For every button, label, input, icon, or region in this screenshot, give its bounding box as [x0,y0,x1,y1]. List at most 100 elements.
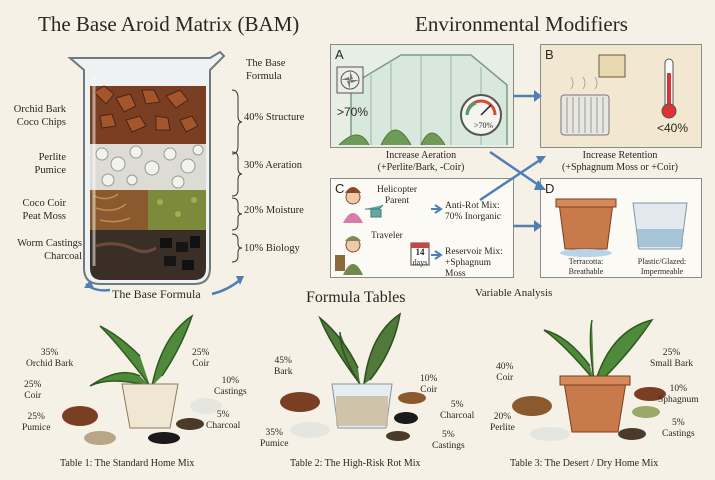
table-3-sphagnum-pile [632,406,660,418]
traveler-arrow [431,250,443,260]
helicopter-arrow [431,204,443,214]
helicopter-mix-line-2: 70% Inorganic [445,212,502,222]
panel-b-caption-line-1: Increase Retention [582,150,658,161]
panel-c: C Helicopter Parent Anti-Rot Mix: 70% In… [330,178,514,280]
panel-b: B <40% [540,44,702,148]
t1-item-2: 25%Coir [24,380,41,402]
t1-item-1-pct: 35% [40,348,59,358]
beaker-illustration [67,50,226,285]
table-2-plant [318,312,402,385]
panel-a: A >70% >70% [330,44,514,148]
coir-moss-layer [90,190,206,230]
t3-item-1-pct: 40% [496,362,514,372]
formula-tables-title: Formula Tables [306,289,406,306]
t1-item-2-name: Coir [24,391,42,401]
table-2-caption: Table 2: The High-Risk Rot Mix [290,458,421,469]
traveler-mix-line-2: +Sphagnum Moss [445,258,491,279]
t2-item-3: 10%Coir [420,374,437,396]
t2-item-5: 5%Castings [432,430,465,452]
panel-a-caption: Increase Aeration (+Perlite/Bark, -Coir) [330,150,512,174]
panel-c-letter: C [335,181,345,196]
calendar-number: 14 [415,247,425,257]
greenhouse-illustration [336,54,508,146]
calendar-text: 14 days [411,247,429,267]
t3-item-4-name: Sphagnum [658,395,699,405]
panel-b-caption: Increase Retention (+Sphagnum Moss or +C… [530,150,710,174]
table-2-illustration [280,312,426,441]
panel-a-caption-line-1: Increase Aeration [385,150,457,161]
traveler-label: Traveler [371,231,403,241]
t1-item-5: 10%Castings [214,376,247,398]
layer-2-material-2: Pumice [34,164,67,176]
t2-item-2: 35%Pumice [260,428,289,450]
t2-item-2-pct: 35% [265,428,283,438]
t3-item-3-pct: 25% [662,348,681,358]
panel-a-caption-line-2: (+Perlite/Bark, -Coir) [377,162,465,173]
terracotta-label: Terracotta: Breathable [568,257,604,276]
layer-materials-1: Orchid Bark Coco Chips [0,104,66,129]
wall-picture [598,54,626,78]
layer-1-material-2: Coco Chips [16,116,66,128]
layer-brackets [231,89,243,263]
layer-materials-3: Coco Coir Peat Moss [0,198,66,223]
panel-b-letter: B [545,47,554,62]
t3-item-2: 20%Perlite [490,412,515,434]
table-1-perlite-pile [190,398,222,414]
layer-3-material-1: Coco Coir [22,198,66,209]
table-1-caption: Table 1: The Standard Home Mix [60,458,195,469]
t3-item-2-name: Perlite [490,423,515,433]
panel-d-letter: D [545,181,555,196]
t3-item-5-name: Castings [662,429,695,439]
t1-item-3-name: Pumice [22,423,51,433]
t2-item-2-name: Pumice [260,439,289,449]
layer-3-material-2: Peat Moss [22,210,66,222]
variable-analysis-label: Variable Analysis [475,287,553,299]
table-3-caption: Table 3: The Desert / Dry Home Mix [510,458,659,469]
panel-c-illustration [335,187,443,275]
table-1-charcoal-pile [148,432,180,444]
table-3-pot [563,381,627,433]
dry-room-illustration [560,54,677,136]
base-formula-arrow-right [211,279,241,296]
t2-item-4-pct: 5% [450,400,464,410]
layer-materials-4: Worm Castings Charcoal [0,238,82,263]
table-3-castings-pile [618,428,646,440]
bark-layer [90,85,206,144]
layer-percent-1: 40% Structure [244,112,305,123]
t1-item-1-name: Orchid Bark [26,359,74,369]
base-formula-heading-line-1: The Base [246,58,286,69]
table-1-plant [89,314,194,387]
t1-item-4-name: Coir [192,359,210,369]
t3-item-1-name: Coir [496,373,514,383]
arrow-a-to-d [489,150,541,188]
helicopter-mix: Anti-Rot Mix: 70% Inorganic [445,201,501,223]
table-3-perlite-pile [530,427,570,441]
left-title: The Base Aroid Matrix (BAM) [38,12,300,36]
table-3-illustration [512,318,666,441]
table-3-small-bark-pile [634,387,666,401]
table-2-castings-pile [386,431,410,441]
calendar-unit: days [412,257,428,267]
t2-item-4: 5%Charcoal [440,400,474,422]
table-1-pot [121,383,179,429]
t3-item-1: 40%Coir [496,362,513,384]
t2-item-1-name: Bark [274,367,293,377]
panel-a-gauge-value: >70% [474,121,494,130]
base-formula-heading-line-2: Formula [246,70,282,82]
t2-item-4-name: Charcoal [440,411,475,421]
traveler-mix: Reservoir Mix: +Sphagnum Moss [445,247,513,280]
table-2-pumice-pile [290,422,330,438]
t3-item-5-pct: 5% [672,418,685,428]
panel-a-humidity: >70% [337,105,369,119]
t1-item-3-pct: 25% [27,412,45,422]
table-1-castings-pile [176,418,204,430]
soil-charcoal-layer [90,230,206,280]
helicopter-label: Helicopter Parent [373,185,421,207]
panel-b-caption-line-2: (+Sphagnum Moss or +Coir) [561,162,678,173]
table-3-plant [543,318,654,381]
arrow-c-to-b [479,158,541,202]
base-formula-caption: The Base Formula [112,287,201,301]
t3-item-5: 5%Castings [662,418,695,440]
t1-item-4-pct: 25% [192,348,210,358]
